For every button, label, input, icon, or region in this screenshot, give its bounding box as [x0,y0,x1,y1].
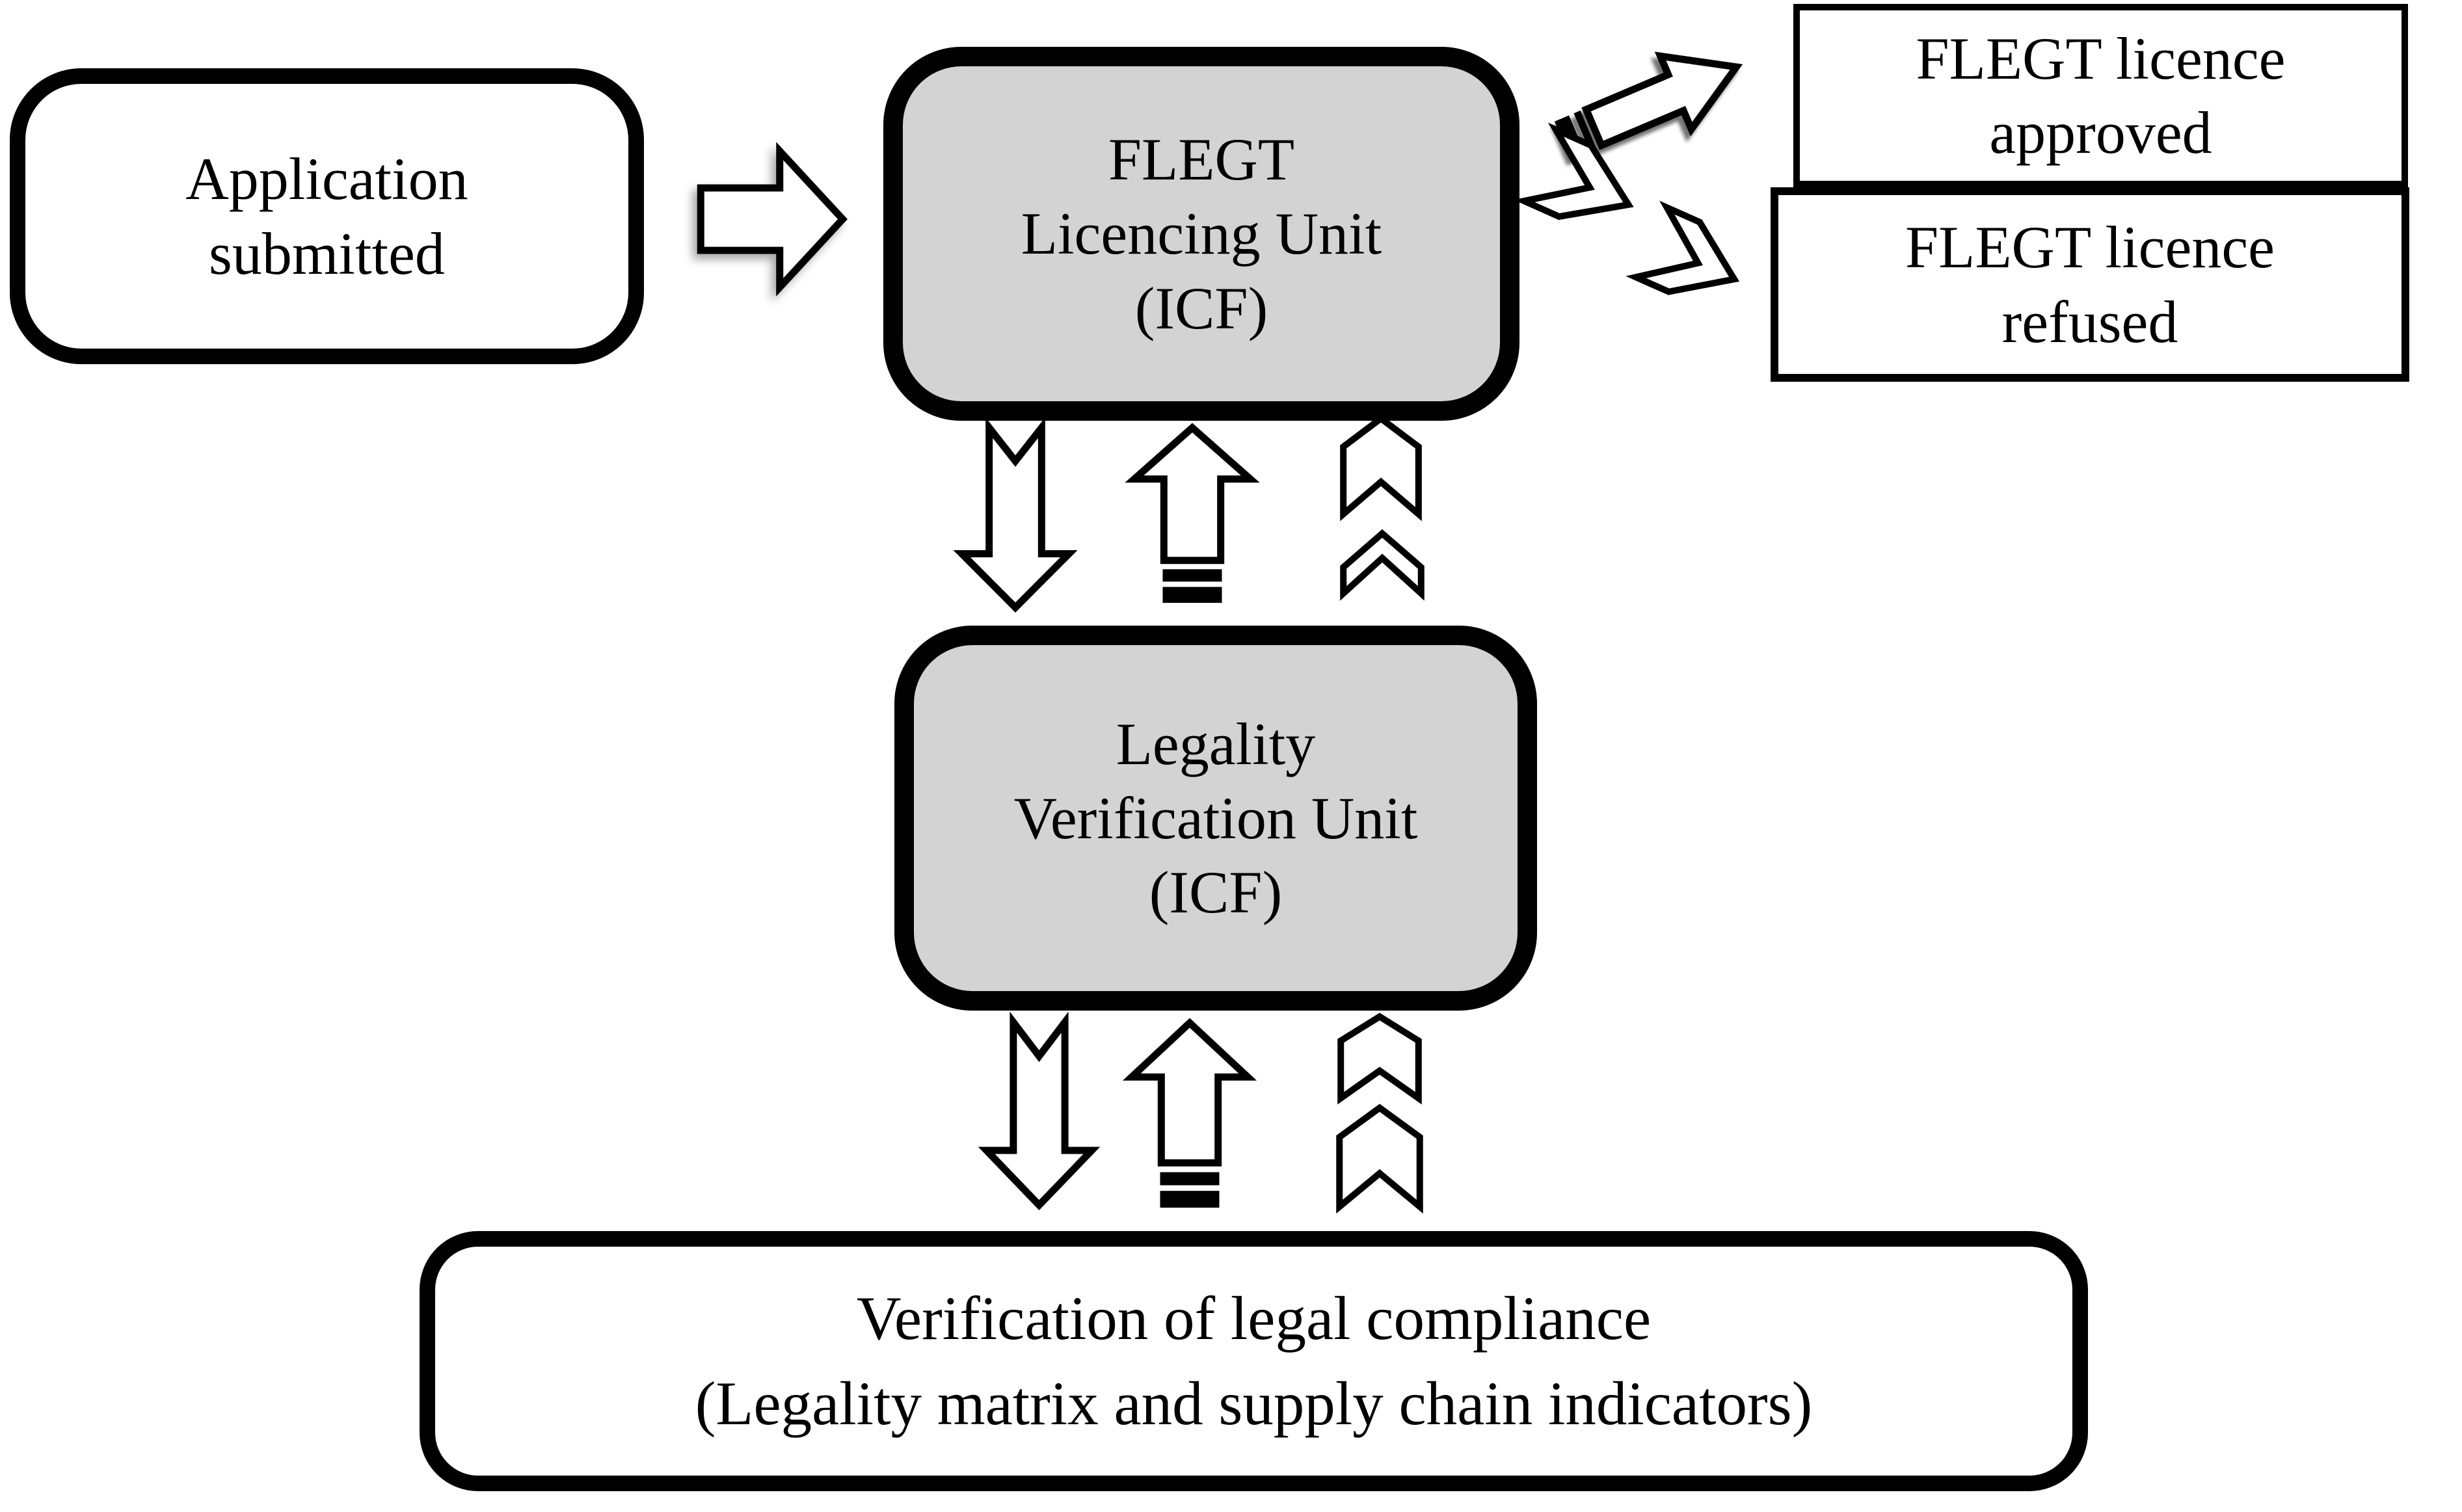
node-label-line: Application [185,146,468,213]
striped-up-arrow-icon [1131,1021,1249,1208]
node-label-line: FLEGT licence [1916,25,2286,92]
node-legality-verification-unit: Legality Verification Unit (ICF) [894,626,1537,1011]
chevron-up-badge-icon [1340,1016,1419,1099]
node-label-line: Licencing Unit [1021,200,1382,267]
node-flegt-licence-refused: FLEGT licence refused [1771,187,2409,382]
notched-down-arrow-icon [961,424,1070,609]
node-label-line: (ICF) [1149,859,1283,926]
node-application-submitted: Application submitted [10,68,644,364]
node-label-line: submitted [209,220,445,287]
chevron-up-badge-icon [1339,1107,1421,1208]
node-label-line: refused [2001,288,2178,355]
chevron-right-icon [1521,127,1646,243]
striped-up-arrow-icon [1133,426,1251,603]
node-label-line: Verification of legal compliance [856,1283,1652,1353]
chevron-up-icon [1343,532,1422,609]
node-flegt-licence-approved: FLEGT licence approved [1793,4,2408,187]
node-flegt-licencing-unit: FLEGT Licencing Unit (ICF) [883,47,1519,421]
node-label-line: FLEGT [1108,126,1295,193]
node-label-line: (Legality matrix and supply chain indica… [695,1369,1813,1438]
chevron-up-badge-icon [1343,418,1419,515]
node-label-line: approved [1989,99,2212,166]
node-label-line: (ICF) [1134,274,1268,341]
right-block-arrow-icon [699,148,846,290]
chevron-right-icon [1633,206,1752,316]
node-label-line: FLEGT licence [1905,214,2275,281]
node-label-line: Verification Unit [1013,784,1418,851]
notched-down-arrow-icon [985,1018,1093,1207]
node-label-line: Legality [1116,710,1316,777]
node-verification-legal-compliance: Verification of legal compliance (Legali… [420,1231,2088,1491]
